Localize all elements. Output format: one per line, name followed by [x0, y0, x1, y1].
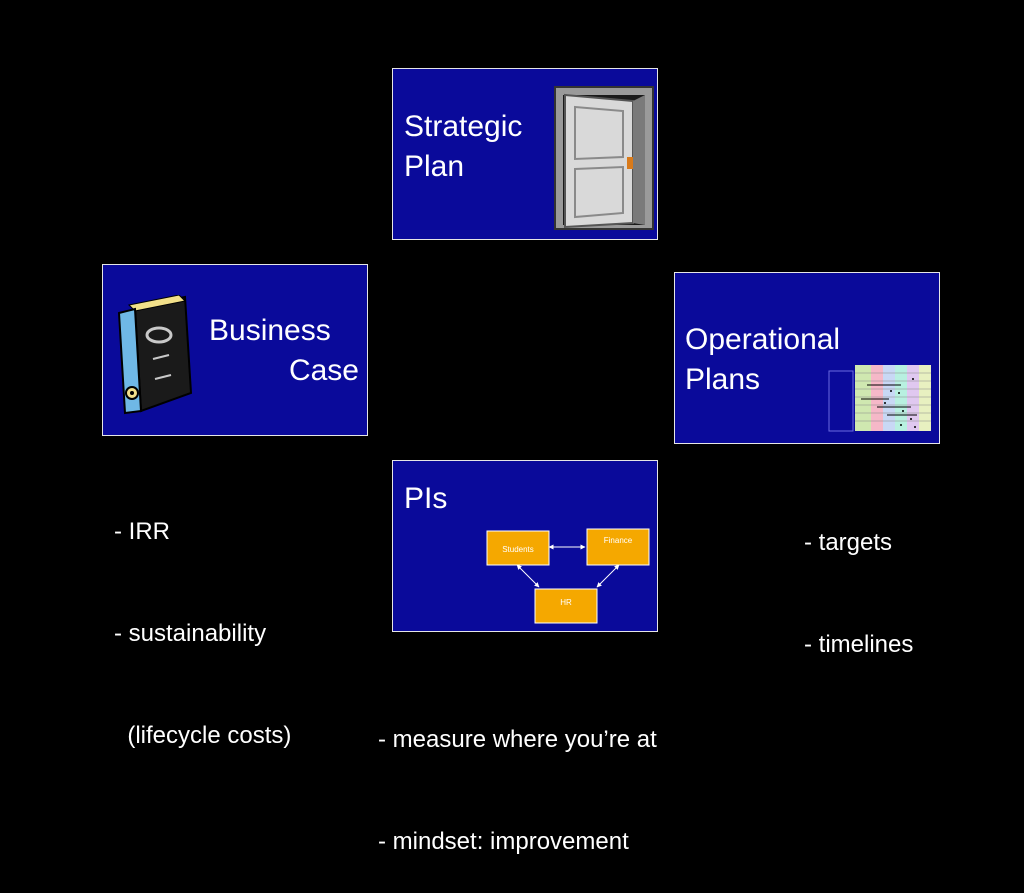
business-case-notes: - IRR - sustainability (lifecycle costs) — [114, 447, 291, 787]
strategic-plan-title-line2: Plan — [404, 150, 465, 183]
finance-hr-arrow — [596, 564, 620, 588]
note-irr: - IRR — [114, 518, 170, 545]
note-mindset: - mindset: improvement — [378, 828, 629, 855]
operational-plans-notes: - targets - timelines — [804, 458, 913, 696]
note-sustainability: - sustainability — [114, 620, 267, 647]
pis-box: PIs Students Finance HR — [392, 460, 658, 632]
students-node — [486, 530, 550, 566]
strategic-plan-title-line1: Strategic — [404, 110, 523, 143]
note-timelines: - timelines — [804, 631, 914, 658]
operational-plans-title-line2: Plans — [685, 363, 761, 396]
students-hr-arrow — [516, 564, 540, 588]
business-case-title-line1: Business — [209, 314, 331, 347]
note-lifecycle-costs: (lifecycle costs) — [114, 722, 292, 749]
pis-notes: - measure where you’re at - mindset: imp… — [378, 655, 657, 893]
pis-diagram: Students Finance HR — [486, 528, 650, 624]
business-case-title: Business Case — [209, 311, 359, 391]
operational-plans-title-line1: Operational — [685, 323, 841, 356]
business-case-title-line2: Case — [288, 354, 359, 387]
hr-node-label: HR — [560, 598, 572, 607]
pis-title: PIs — [404, 482, 448, 515]
binder-icon — [117, 295, 193, 415]
business-case-box: Business Case — [102, 264, 368, 436]
students-node-label: Students — [502, 545, 534, 554]
note-targets: - targets — [804, 529, 893, 556]
note-measure: - measure where you’re at — [378, 726, 657, 753]
operational-plans-box: Operational Plans — [674, 272, 940, 444]
strategic-plan-title: Strategic Plan — [404, 107, 522, 187]
door-icon — [554, 86, 654, 230]
hr-node — [534, 588, 598, 624]
finance-node-label: Finance — [604, 536, 633, 545]
operational-plans-title: Operational Plans — [685, 320, 840, 400]
finance-node — [586, 528, 650, 566]
strategic-plan-box: Strategic Plan — [392, 68, 658, 240]
gantt-chart-icon — [828, 365, 931, 432]
